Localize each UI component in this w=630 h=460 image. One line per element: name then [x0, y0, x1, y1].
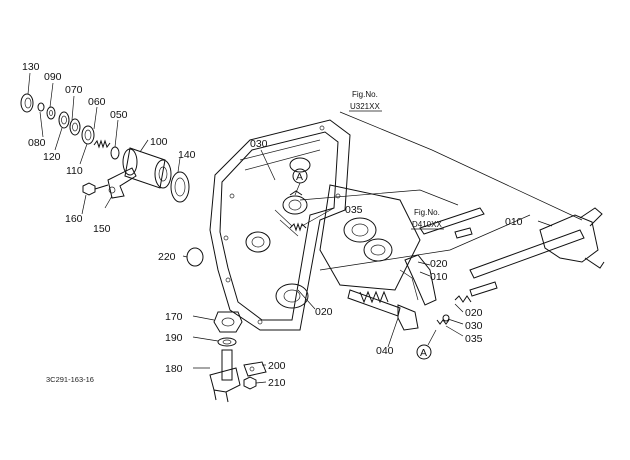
bolt-210: [243, 376, 257, 390]
svg-text:A: A: [296, 171, 303, 183]
label-030-top: 030: [250, 138, 268, 150]
label-010-mid: 010: [430, 271, 448, 283]
detent-spring-035-top: [289, 190, 307, 232]
label-070: 070: [65, 84, 83, 96]
reference-lines: [299, 111, 583, 271]
rod-d410: [419, 207, 485, 235]
seal-ring-130: [20, 93, 34, 113]
seal-190: [217, 337, 237, 347]
label-150: 150: [93, 223, 111, 235]
label-210: 210: [268, 377, 286, 389]
label-170: 170: [165, 311, 183, 323]
sleeve-100: [122, 147, 172, 189]
label-035-right: 035: [465, 333, 483, 345]
spring-060: [93, 139, 111, 149]
label-020-center: 020: [315, 306, 333, 318]
bearing-140: [170, 171, 190, 203]
collar-170: [213, 311, 243, 333]
drawing-code: 3C291-163-16: [46, 375, 94, 384]
label-050: 050: [110, 109, 128, 121]
svg-text:D410XX: D410XX: [412, 220, 442, 229]
label-010-right: 010: [505, 216, 523, 228]
label-080: 080: [28, 137, 46, 149]
label-160: 160: [65, 213, 83, 225]
label-130: 130: [22, 61, 40, 73]
shaft-180: [209, 349, 241, 403]
ring-120: [58, 111, 70, 129]
label-180: 180: [165, 363, 183, 375]
shift-rod-010: [469, 207, 605, 279]
plate-200: [243, 361, 267, 377]
label-120: 120: [43, 151, 61, 163]
washer-050: [110, 146, 120, 160]
label-200: 200: [268, 360, 286, 372]
callout-a-bottom: A: [416, 344, 432, 360]
label-090: 090: [44, 71, 62, 83]
shift-shaft-040: [347, 289, 419, 331]
label-060: 060: [88, 96, 106, 108]
leader-lines: [27, 72, 553, 384]
label-140: 140: [178, 149, 196, 161]
transmission-housing: [209, 119, 351, 331]
washer-090: [46, 106, 56, 120]
plug-220: [186, 247, 204, 267]
label-100: 100: [150, 136, 168, 148]
svg-text:Fig.No.: Fig.No.: [414, 208, 440, 217]
label-030-right: 030: [465, 320, 483, 332]
part-labels: 130 090 070 060 050 080 120 110 100 140 …: [22, 61, 523, 389]
svg-text:Fig.No.: Fig.No.: [352, 90, 378, 99]
fig-ref-u321: Fig.No. U321XX: [349, 90, 382, 112]
svg-text:U321XX: U321XX: [350, 102, 380, 111]
detent-set-right: [427, 281, 498, 346]
bearing-110: [81, 125, 95, 145]
label-040: 040: [376, 345, 394, 357]
label-220: 220: [158, 251, 176, 263]
label-020-mid-a: 020: [430, 258, 448, 270]
fig-ref-d410: Fig.No. D410XX: [411, 208, 444, 230]
label-110: 110: [66, 165, 83, 177]
bolt-160: [82, 182, 109, 196]
washer-080: [37, 102, 45, 112]
housing-side-block: [319, 184, 421, 291]
lever-150: [107, 167, 137, 199]
ring-070: [69, 118, 81, 136]
callout-a-top: A: [292, 168, 308, 196]
shift-fork: [399, 227, 473, 306]
label-190: 190: [165, 332, 183, 344]
svg-text:A: A: [420, 347, 427, 359]
label-020-right: 020: [465, 307, 483, 319]
label-035-top: 035: [345, 204, 363, 216]
